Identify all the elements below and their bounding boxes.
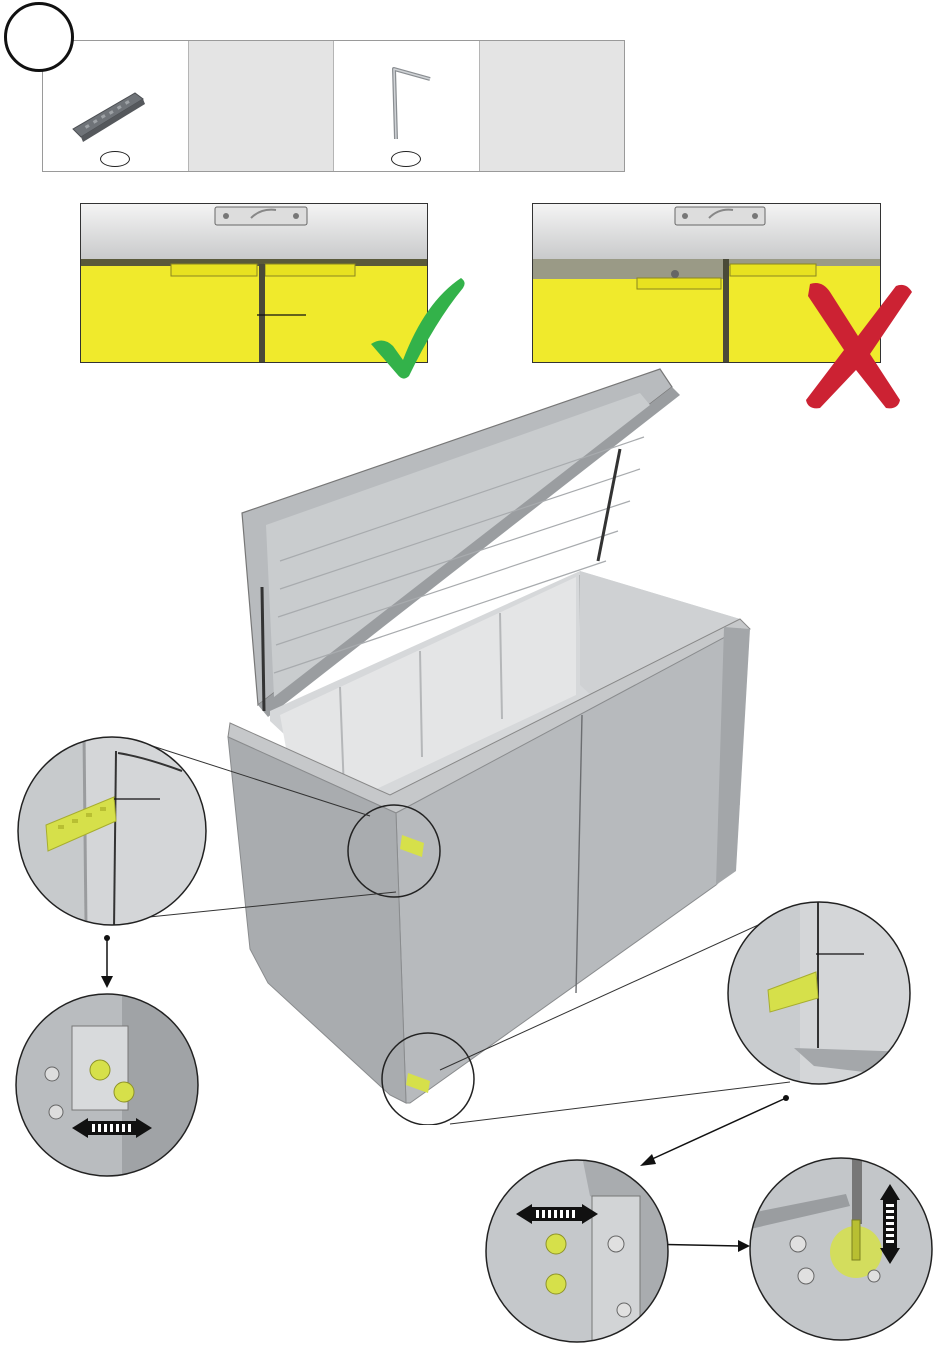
zoom-right-hinge-adjust [482, 1156, 672, 1346]
horizontal-adjust-arrow-icon [72, 1118, 152, 1138]
qty-oval-hex-key [391, 151, 421, 167]
part-cell-empty-1 [189, 41, 335, 171]
parts-table [42, 40, 625, 172]
qty-oval-hook-strip [100, 151, 130, 167]
zoom-top-strip [14, 733, 210, 929]
part-cell-hex-key [334, 41, 480, 171]
horizontal-adjust-arrow-icon [516, 1204, 598, 1224]
zoom-left-hinge-adjust [12, 990, 202, 1180]
arrow-down-icon [101, 976, 113, 988]
zoom-bottom-strip [724, 898, 914, 1088]
step-number-circle [4, 2, 74, 72]
vertical-adjust-arrow-icon [880, 1184, 900, 1264]
part-cell-empty-2 [480, 41, 625, 171]
zoom-lid-vertical-adjust [746, 1154, 936, 1344]
